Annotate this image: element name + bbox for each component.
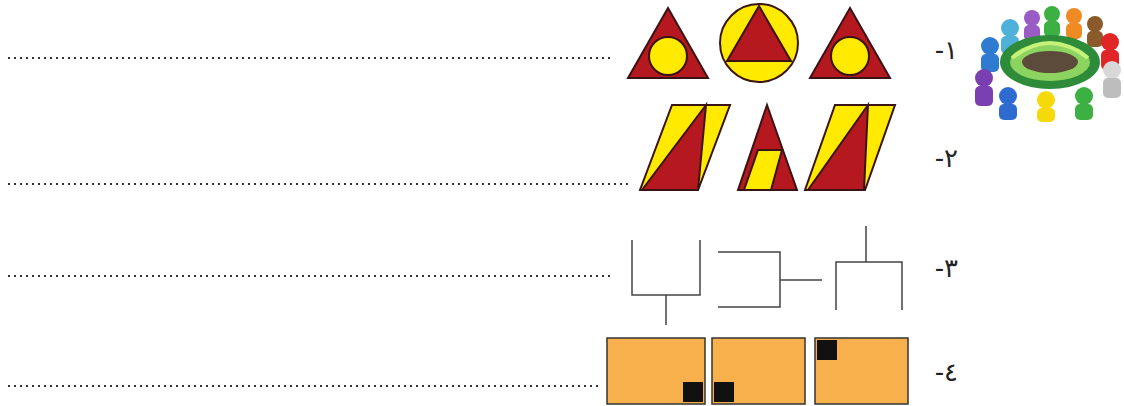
row-two-shapes xyxy=(640,105,895,190)
row-three-brackets xyxy=(632,226,902,325)
circle-shape xyxy=(649,37,687,75)
answer-line xyxy=(8,385,598,387)
parallelogram-shape xyxy=(640,105,730,190)
triangle-shape xyxy=(808,105,868,190)
row-one-shapes xyxy=(628,4,890,82)
rectangle-shape xyxy=(712,338,805,404)
rectangle-shape xyxy=(607,338,705,404)
row-number: ١- xyxy=(935,37,958,63)
triangle-shape xyxy=(727,6,791,61)
row-number: ٢- xyxy=(935,145,958,171)
circle-shape xyxy=(720,4,798,82)
triangle-shape xyxy=(628,8,708,78)
answer-line xyxy=(8,183,628,185)
meeting-illustration xyxy=(975,6,1121,122)
row-four-shapes xyxy=(607,338,908,404)
circle-shape xyxy=(831,37,869,75)
triangle-shape xyxy=(642,105,706,190)
black-square xyxy=(683,382,703,402)
answer-lines xyxy=(8,58,628,386)
bracket-shape xyxy=(836,226,902,310)
answer-line xyxy=(8,275,614,277)
rectangle-shape xyxy=(815,338,908,404)
row-number: ٣- xyxy=(935,255,958,281)
triangle-shape xyxy=(738,105,797,190)
parallelogram-shape xyxy=(805,105,895,190)
bracket-shape xyxy=(632,240,700,325)
black-square xyxy=(714,382,734,402)
black-square xyxy=(817,340,837,360)
bracket-shape xyxy=(718,252,822,307)
triangle-shape xyxy=(810,8,890,78)
parallelogram-shape xyxy=(744,150,782,190)
row-number: ٤- xyxy=(935,359,958,385)
answer-line xyxy=(8,57,614,59)
